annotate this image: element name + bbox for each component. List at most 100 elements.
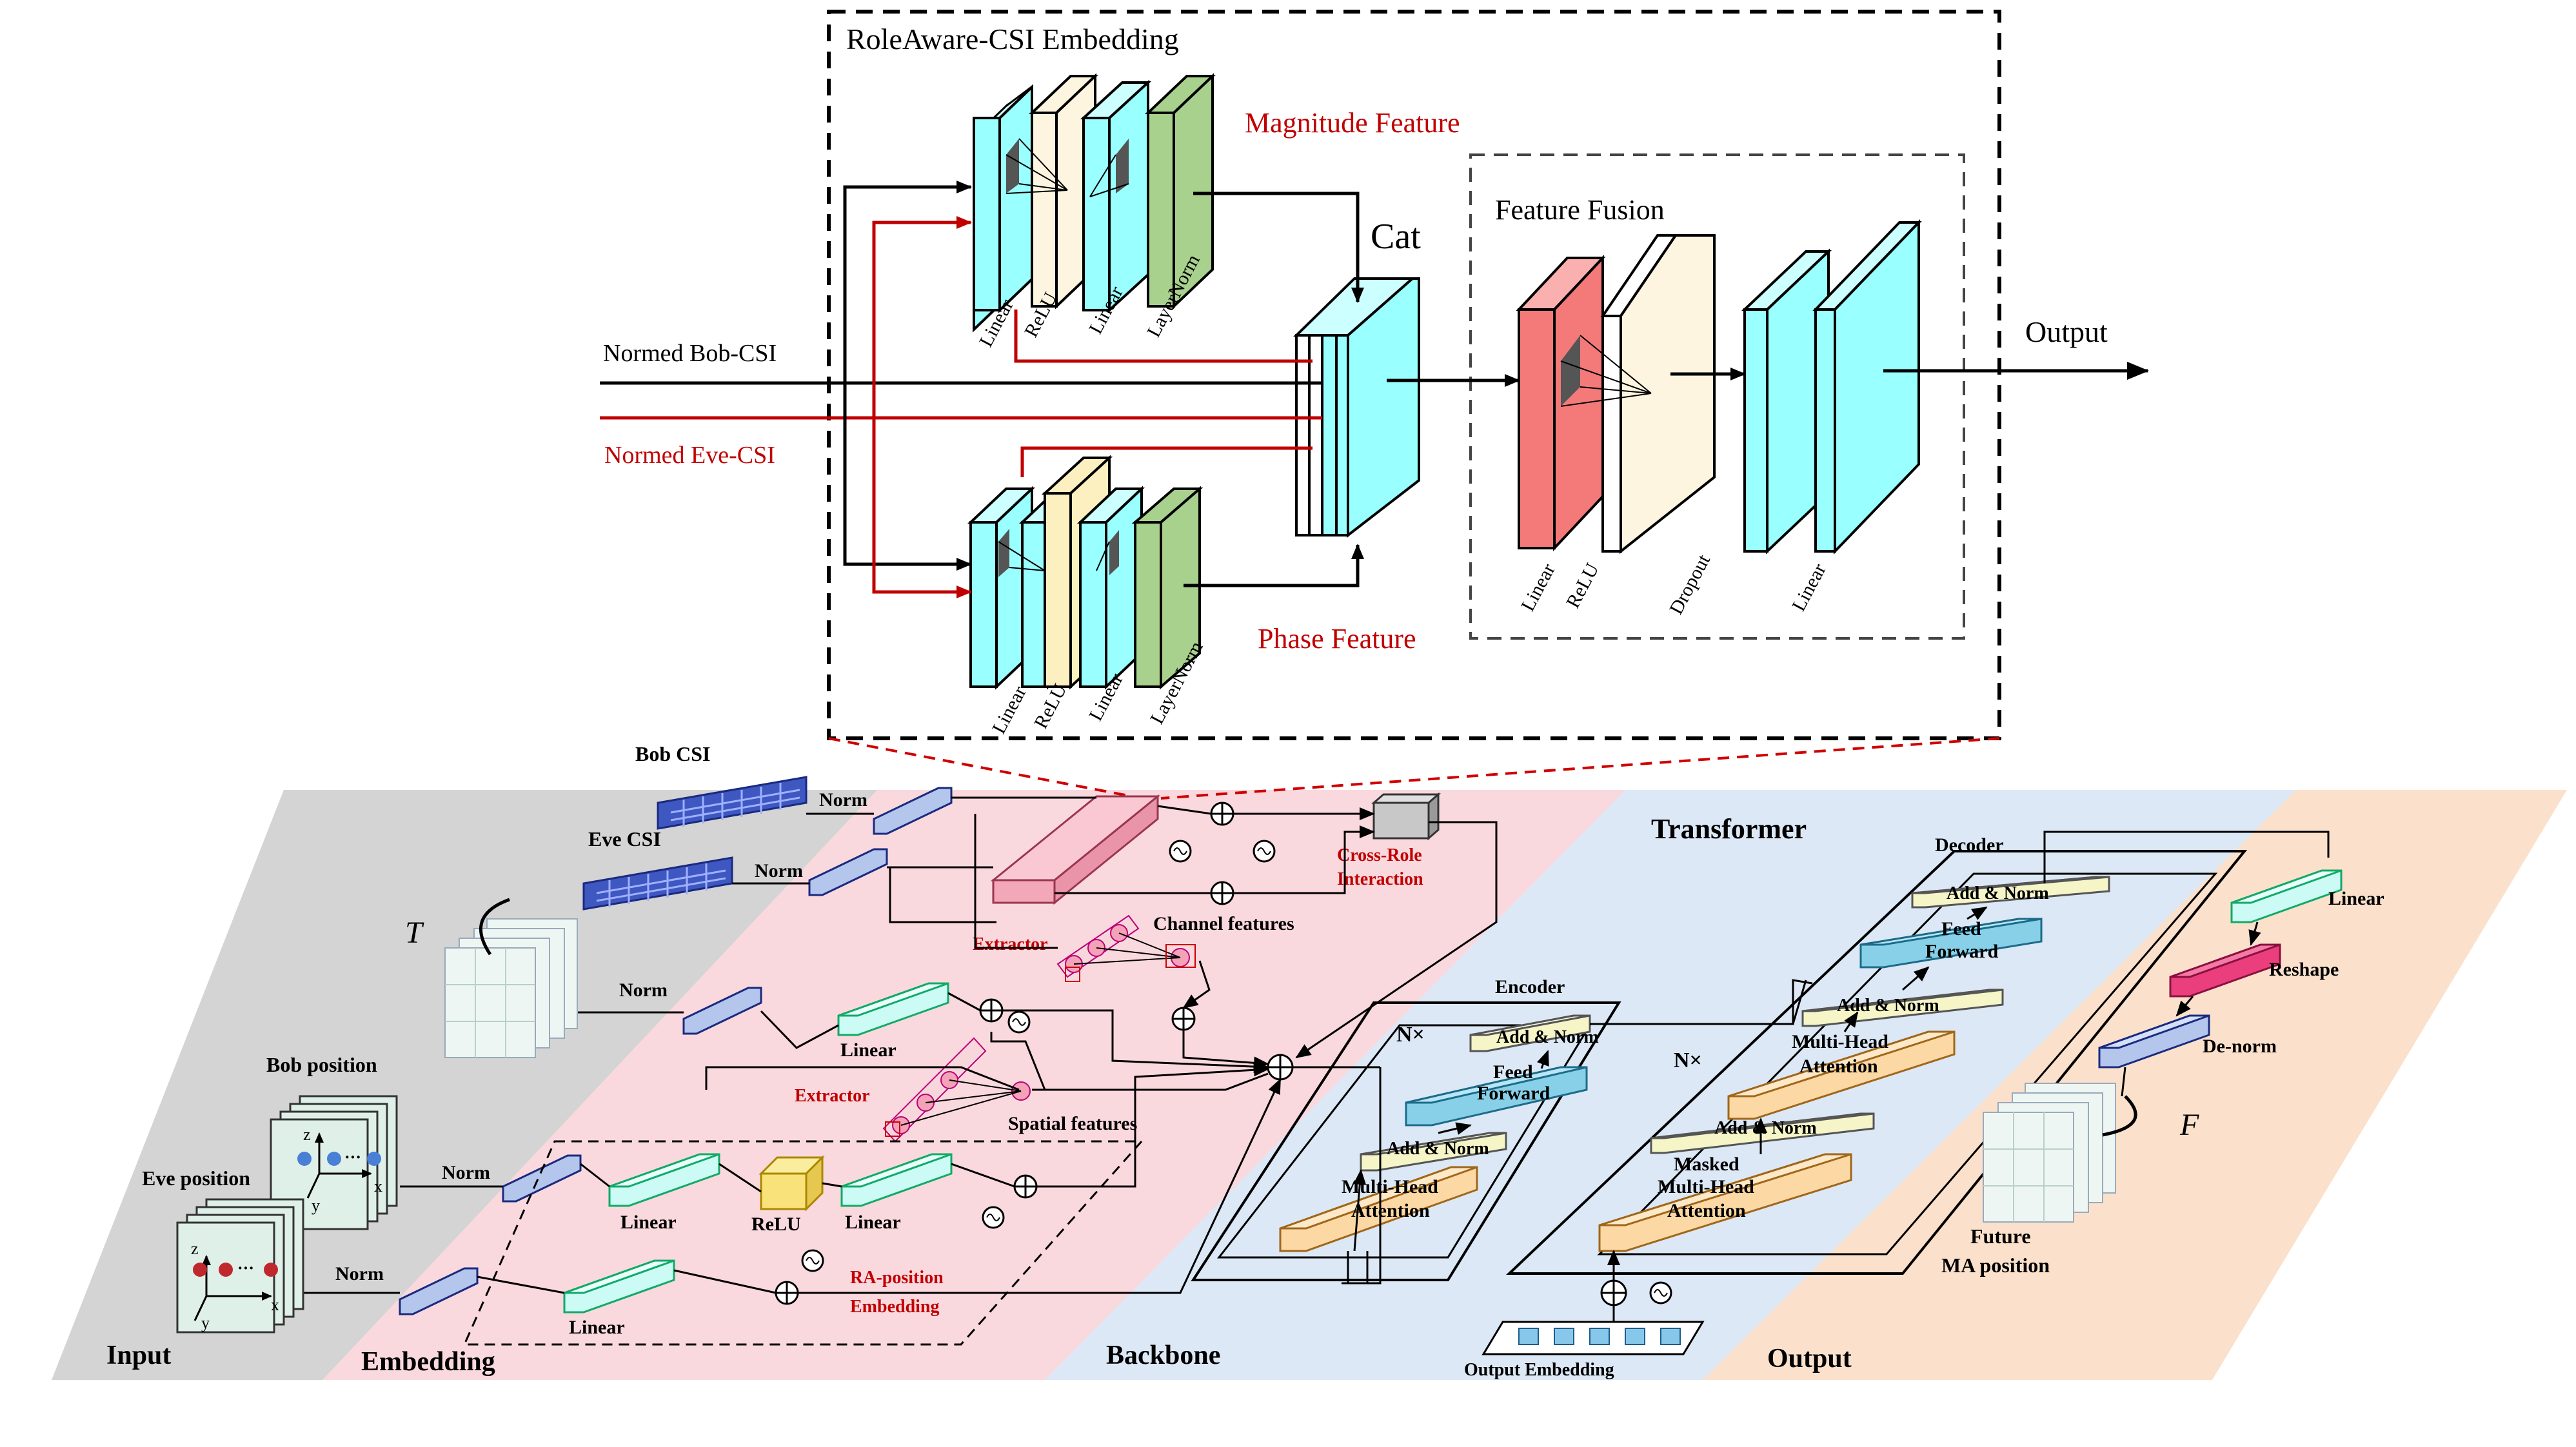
emb-linear-label-eve: Linear [569,1317,625,1338]
phase-feature-label: Phase Feature [1258,623,1416,655]
fusion-layer-linear-3 [1812,219,1922,555]
dec-feed-label: Feed [1941,918,1981,940]
eve-csi-block: Eve CSI [582,827,733,911]
bob-csi-label: Bob CSI [635,742,711,765]
enc-multi-head-label: Multi-Head [1342,1176,1438,1197]
cross-role-label-2: Interaction [1337,869,1423,889]
de-norm-block [2098,1014,2210,1068]
bob-ellipsis: ··· [344,1148,361,1166]
feature-fusion-box: Feature Fusion [1469,153,1965,640]
norm-label-bob-pos: Norm [442,1162,490,1183]
roleaware-title: RoleAware-CSI Embedding [846,23,1179,55]
de-norm-label: De-norm [2203,1036,2277,1057]
ra-position-box [462,1140,1144,1346]
dec-forward-label: Forward [1925,941,1999,962]
decoder-add-norm-top [1911,876,2110,909]
eve-position-card: z x y ··· Eve position [142,1166,304,1334]
extractor-channel: Extractor Channel features [973,913,1294,982]
encoder-multi-head [1279,1166,1478,1252]
emb-linear-bob-pos-2 [840,1153,953,1207]
reshape-label: Reshape [2269,959,2339,980]
norm-label-bob-csi: Norm [819,789,867,811]
dec-add-norm-top-label: Add & Norm [1947,883,2049,903]
output-embedding-label: Output Embedding [1464,1360,1614,1380]
fusion-layer-linear-2 [1741,248,1832,555]
panel-label-output: Output [1767,1344,1852,1373]
extractor-spatial: Extractor Spatial features [795,1037,1137,1143]
spatial-features-label: Spatial features [1008,1113,1137,1134]
fusion-label-relu: ReLU [1562,560,1603,612]
fusion-label-linear-2: Linear [1788,560,1830,615]
ra-position-label-2: Embedding [850,1297,940,1317]
phase-label-linear: Linear [988,683,1031,738]
eve-axis-z: z [191,1239,199,1258]
emb-linear-traj [837,982,949,1036]
panel-output [1703,790,2567,1380]
phase-layer-linear-2 [1076,486,1145,690]
cross-role-label-1: Cross-Role [1337,845,1422,865]
emb-linear-eve-pos [563,1259,675,1314]
encoder-block: Encoder N× [1191,976,1621,1281]
norm-bob-pos [502,1154,582,1203]
decoder-masked-attention [1598,1153,1852,1252]
enc-forward-label: Forward [1477,1083,1551,1104]
bob-axis-z: z [303,1125,311,1144]
eve-axis-x: x [271,1295,279,1314]
backbone-lines [1342,831,2330,1322]
eve-axis-y: y [201,1314,210,1332]
fusion-layer-linear [1516,254,1606,552]
roleaware-embedding-block [990,794,1161,905]
concat-stack [1293,277,1420,538]
enc-attention-label: Attention [1351,1200,1430,1221]
embedding-linear-blocks [563,982,953,1314]
encoder-label: Encoder [1495,976,1565,998]
mag-layer-linear-2 [1080,79,1152,313]
future-grid: F [1983,1083,2199,1223]
bob-axis-y: y [312,1196,320,1215]
emb-linear-label-bob: Linear [620,1212,677,1233]
embedding-flow-lines [477,805,1498,1294]
panel-label-backbone: Backbone [1106,1341,1220,1370]
out-linear-label: Linear [2328,888,2384,909]
enc-feed-label: Feed [1493,1061,1533,1083]
bob-position-label: Bob position [266,1053,377,1076]
decoder-block: Decoder N× [1505,834,2248,1275]
norm-trajectory [682,987,762,1035]
encoder-add-norm-top [1469,1014,1591,1052]
f-symbol: F [2179,1108,2199,1142]
extractor-label-1: Extractor [973,934,1048,954]
bob-axis-x: x [374,1177,382,1196]
mag-layer-linear [973,84,1033,333]
mag-label-relu: ReLU [1020,289,1062,341]
trajectory-grid: T [405,898,578,1058]
panel-label-embedding: Embedding [361,1347,495,1377]
encoder-feed-forward [1405,1066,1588,1127]
emb-relu-label: ReLU [751,1214,801,1235]
cat-label: Cat [1371,217,1421,257]
zoom-line-right [1160,737,2000,800]
magnitude-feature-label: Magnitude Feature [1245,107,1460,139]
output-embedding: Output Embedding [1464,1321,1705,1380]
magnitude-branch [973,73,1216,333]
norm-label-trajectory: Norm [619,979,668,1001]
future-label: Future [1970,1225,2031,1248]
transformer-title: Transformer [1651,813,1807,845]
dec-attention-label: Attention [1799,1056,1878,1077]
fusion-label-linear: Linear [1517,560,1560,615]
ra-position-label-1: RA-position [850,1268,944,1288]
decoder-label: Decoder [1935,834,2004,856]
norm-eve-pos [399,1267,479,1315]
fusion-layer-dropout [1560,234,1716,555]
norm-eve-csi [808,848,888,896]
decoder-nx-label: N× [1674,1048,1702,1072]
dec-multi-head-label: Multi-Head [1792,1031,1888,1052]
norm-blocks [399,787,953,1315]
eve-ellipsis: ··· [237,1259,254,1277]
roleaware-csi-box: RoleAware-CSI Embedding [827,10,2001,740]
bob-csi-block: Bob CSI [635,742,807,830]
dec-add-norm-mid-label: Add & Norm [1837,996,1939,1016]
norm-label-eve-pos: Norm [335,1263,384,1285]
norm-label-eve-csi: Norm [755,860,803,881]
feature-fusion-label: Feature Fusion [1495,194,1665,226]
